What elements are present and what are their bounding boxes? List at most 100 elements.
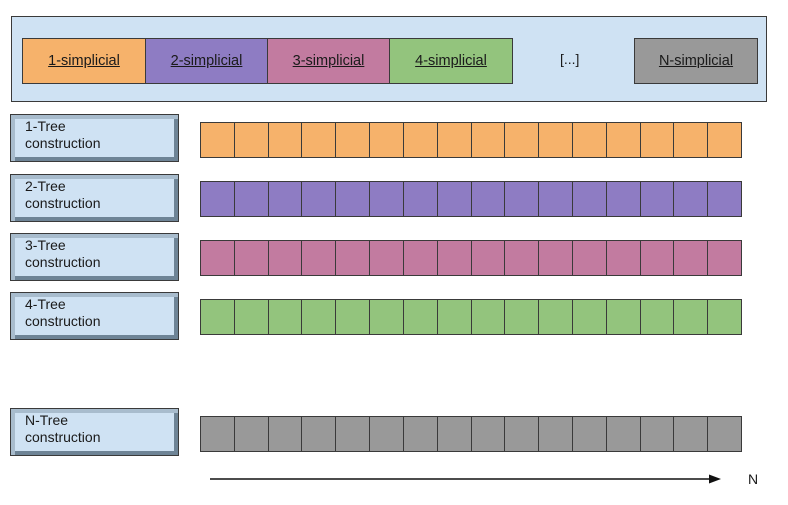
sequence-row-1 [200, 122, 742, 158]
sequence-cell [470, 122, 506, 158]
simplicial-box-4: 4-simplicial [389, 38, 513, 84]
sequence-cell [233, 181, 269, 217]
simplicial-box-2: 2-simplicial [145, 38, 268, 84]
sequence-cell [605, 181, 641, 217]
simplicial-panel: 1-simplicial 2-simplicial 3-simplicial 4… [11, 16, 767, 102]
sequence-cell [673, 240, 709, 276]
tree-label-4: 4-Tree construction [25, 296, 101, 329]
sequence-cell [436, 240, 472, 276]
sequence-cell [571, 122, 607, 158]
sequence-cell [301, 299, 337, 335]
sequence-cell [200, 299, 235, 335]
sequence-cell [470, 299, 506, 335]
tree-construction-box-3: 3-Tree construction [10, 233, 179, 281]
sequence-cell [605, 122, 641, 158]
sequence-cell [200, 416, 235, 452]
tree-construction-box-4: 4-Tree construction [10, 292, 179, 340]
sequence-cell [673, 416, 709, 452]
sequence-cell [233, 240, 269, 276]
sequence-cell [200, 240, 235, 276]
sequence-cell [639, 122, 675, 158]
sequence-cell [402, 240, 438, 276]
axis-arrow-icon [210, 474, 721, 484]
simplicial-label-n: N-simplicial [658, 53, 734, 69]
tree-construction-box-n: N-Tree construction [10, 408, 179, 456]
sequence-cell [369, 416, 404, 452]
sequence-cell [402, 181, 438, 217]
sequence-cell [538, 299, 573, 335]
sequence-cell [335, 122, 371, 158]
simplicial-box-3: 3-simplicial [267, 38, 390, 84]
sequence-cell [335, 181, 371, 217]
sequence-cell [233, 416, 269, 452]
sequence-cell [707, 122, 742, 158]
sequence-cell [436, 416, 472, 452]
sequence-cell [639, 240, 675, 276]
sequence-cell [267, 181, 303, 217]
sequence-cell [402, 122, 438, 158]
sequence-cell [571, 299, 607, 335]
sequence-row-n [200, 416, 742, 452]
sequence-cell [233, 299, 269, 335]
tree-label-n: N-Tree construction [25, 412, 101, 445]
simplicial-box-1: 1-simplicial [22, 38, 146, 84]
tree-label-3: 3-Tree construction [25, 237, 101, 270]
sequence-cell [571, 240, 607, 276]
sequence-cell [605, 240, 641, 276]
sequence-cell [504, 299, 540, 335]
sequence-cell [369, 240, 404, 276]
ellipsis-label: [...] [560, 51, 580, 67]
sequence-cell [200, 122, 235, 158]
sequence-cell [436, 299, 472, 335]
sequence-cell [707, 416, 742, 452]
tree-label-2: 2-Tree construction [25, 178, 101, 211]
simplicial-box-n: N-simplicial [634, 38, 758, 84]
sequence-cell [504, 416, 540, 452]
sequence-cell [707, 240, 742, 276]
sequence-cell [639, 416, 675, 452]
sequence-cell [369, 122, 404, 158]
sequence-cell [470, 181, 506, 217]
sequence-cell [470, 416, 506, 452]
simplicial-label-3: 3-simplicial [292, 53, 365, 69]
sequence-cell [369, 299, 404, 335]
sequence-cell [504, 240, 540, 276]
sequence-cell [267, 240, 303, 276]
tree-construction-box-2: 2-Tree construction [10, 174, 179, 222]
sequence-cell [335, 416, 371, 452]
sequence-cell [267, 299, 303, 335]
sequence-cell [673, 299, 709, 335]
sequence-cell [538, 181, 573, 217]
sequence-cell [605, 299, 641, 335]
sequence-cell [301, 416, 337, 452]
sequence-row-3 [200, 240, 742, 276]
sequence-cell [267, 122, 303, 158]
sequence-cell [301, 240, 337, 276]
axis-label: N [748, 471, 759, 487]
sequence-cell [233, 122, 269, 158]
sequence-cell [538, 240, 573, 276]
sequence-row-4 [200, 299, 742, 335]
sequence-cell [436, 181, 472, 217]
sequence-cell [335, 299, 371, 335]
sequence-cell [538, 122, 573, 158]
simplicial-label-4: 4-simplicial [415, 53, 487, 69]
sequence-cell [402, 299, 438, 335]
sequence-cell [673, 181, 709, 217]
sequence-row-2 [200, 181, 742, 217]
sequence-cell [267, 416, 303, 452]
sequence-cell [538, 416, 573, 452]
sequence-cell [707, 181, 742, 217]
sequence-cell [470, 240, 506, 276]
sequence-cell [605, 416, 641, 452]
sequence-cell [504, 181, 540, 217]
sequence-cell [301, 122, 337, 158]
sequence-cell [436, 122, 472, 158]
sequence-cell [571, 416, 607, 452]
sequence-cell [571, 181, 607, 217]
sequence-cell [369, 181, 404, 217]
simplicial-label-1: 1-simplicial [48, 53, 120, 69]
tree-label-1: 1-Tree construction [25, 118, 101, 151]
sequence-cell [707, 299, 742, 335]
sequence-cell [639, 299, 675, 335]
